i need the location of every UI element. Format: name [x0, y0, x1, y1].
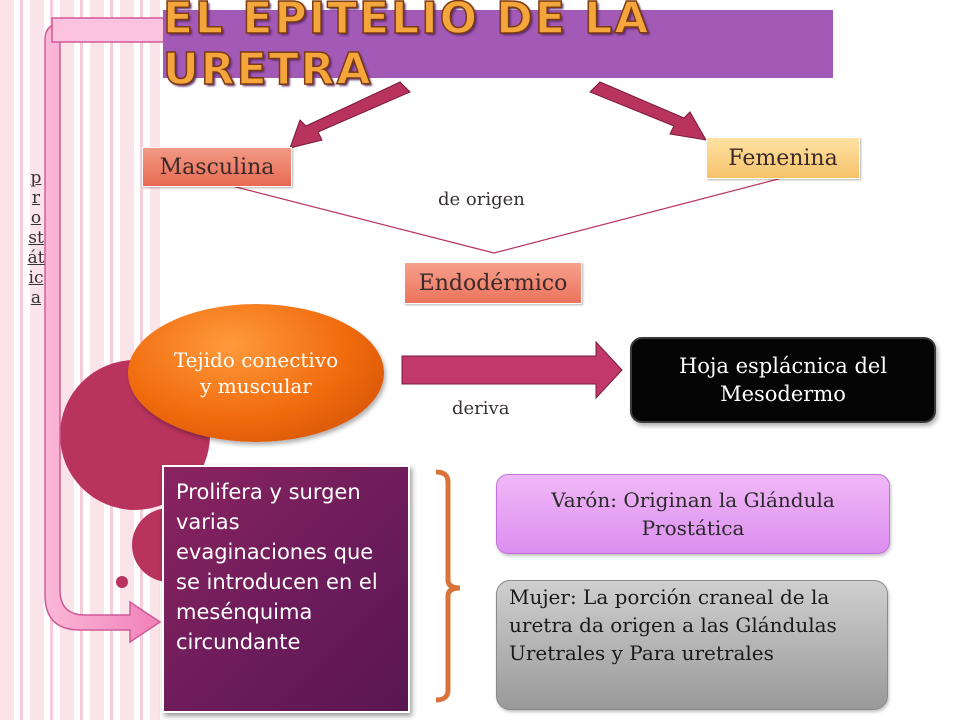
- vertical-label-prostatica: prostática: [27, 168, 45, 308]
- node-tejido-text: Tejido conectivo y muscular: [173, 348, 339, 398]
- node-prolifera: Prolifera y surgen varias evaginaciones …: [162, 465, 410, 713]
- deriva-arrow: [401, 340, 623, 400]
- orange-bracket: [435, 469, 461, 703]
- title-band: [163, 10, 833, 78]
- node-femenina: Femenina: [706, 137, 860, 179]
- pink-top-bar: [51, 17, 165, 43]
- label-deriva: deriva: [452, 398, 510, 419]
- node-varon-text: Varón: Originan la Glándula Prostática: [551, 488, 835, 540]
- node-hoja-esplacnica: Hoja esplácnica del Mesodermo: [630, 337, 936, 423]
- node-hoja-text: Hoja esplácnica del Mesodermo: [678, 354, 888, 406]
- node-mujer: Mujer: La porción craneal de la uretra d…: [496, 580, 888, 710]
- page-title: EL EPITELIO DE LA URETRA: [162, 0, 651, 96]
- node-masculina: Masculina: [142, 147, 292, 187]
- line-masculina-endo: [231, 185, 495, 254]
- arrow-to-femenina: [589, 81, 707, 141]
- line-femenina-endo: [493, 177, 783, 254]
- decor-dot: [116, 576, 128, 588]
- node-varon: Varón: Originan la Glándula Prostática: [496, 474, 890, 554]
- pink-l-arrow: [44, 23, 162, 644]
- arrow-to-masculina: [289, 81, 411, 149]
- node-tejido-conectivo: Tejido conectivo y muscular: [128, 304, 384, 442]
- label-de-origen: de origen: [438, 189, 525, 210]
- node-endodermico: Endodérmico: [404, 262, 582, 304]
